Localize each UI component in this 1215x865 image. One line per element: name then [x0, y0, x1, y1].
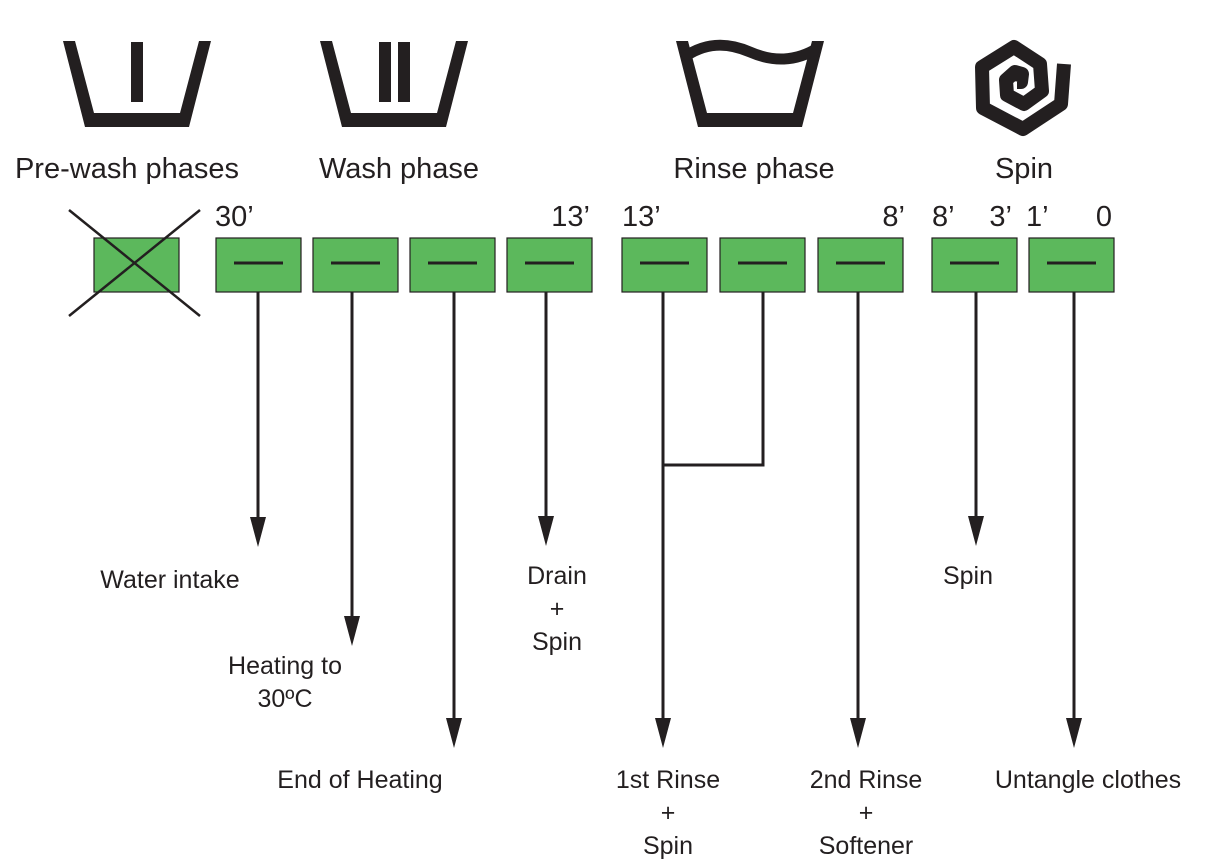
step-box — [817, 237, 904, 293]
arrow-end-heating — [446, 292, 462, 748]
arrow-water-intake — [250, 292, 266, 547]
label-drain-line2: + — [550, 595, 565, 623]
cross-line — [68, 209, 201, 317]
step-box — [312, 237, 399, 293]
arrow-spin — [968, 292, 984, 546]
label-drain-line1: Drain — [527, 562, 587, 590]
step-box — [719, 237, 806, 293]
label-rinse1-line2: + — [661, 799, 676, 827]
arrow-rinse2 — [850, 292, 866, 748]
label-spin: Spin — [943, 562, 993, 590]
time-wash-start: 30’ — [215, 201, 254, 233]
arrow-untangle — [1066, 292, 1082, 748]
label-rinse1-line3: Spin — [643, 832, 693, 860]
label-water-intake: Water intake — [100, 566, 239, 594]
rinse-title: Rinse phase — [673, 153, 834, 185]
label-end-heating: End of Heating — [277, 766, 442, 794]
time-rinse-start: 13’ — [622, 201, 661, 233]
rinse-tub-icon — [676, 39, 824, 127]
label-untangle: Untangle clothes — [995, 766, 1181, 794]
arrow-rinse1 — [655, 292, 765, 748]
label-rinse2-line1: 2nd Rinse — [810, 766, 923, 794]
label-rinse1-line1: 1st Rinse — [616, 766, 720, 794]
time-spin-start: 8’ — [932, 201, 955, 233]
time-untangle-end: 0 — [1096, 201, 1112, 233]
spin-title: Spin — [995, 153, 1053, 185]
step-box — [506, 237, 593, 293]
prewash-box-crossed — [68, 209, 201, 317]
time-wash-end: 13’ — [551, 201, 590, 233]
time-spin-end: 3’ — [989, 201, 1012, 233]
step-box — [621, 237, 708, 293]
label-rinse2-line2: + — [859, 799, 874, 827]
spin-spiral-icon — [975, 40, 1071, 136]
wash-tub-icon — [320, 41, 468, 127]
label-drain-line3: Spin — [532, 628, 582, 656]
prewash-title: Pre-wash phases — [15, 153, 239, 185]
label-rinse2-line3: Softener — [819, 832, 914, 860]
wash-title: Wash phase — [319, 153, 479, 185]
label-heating-line2: 30ºC — [258, 685, 313, 713]
time-untangle-start: 1’ — [1026, 201, 1049, 233]
label-heating-line1: Heating to — [228, 652, 342, 680]
step-box — [931, 237, 1018, 293]
arrow-heating — [344, 292, 360, 646]
step-box — [1028, 237, 1115, 293]
arrow-drain-spin — [538, 292, 554, 546]
prewash-tub-icon — [63, 41, 211, 127]
time-rinse-end: 8’ — [882, 201, 905, 233]
step-box — [409, 237, 496, 293]
step-box — [215, 237, 302, 293]
